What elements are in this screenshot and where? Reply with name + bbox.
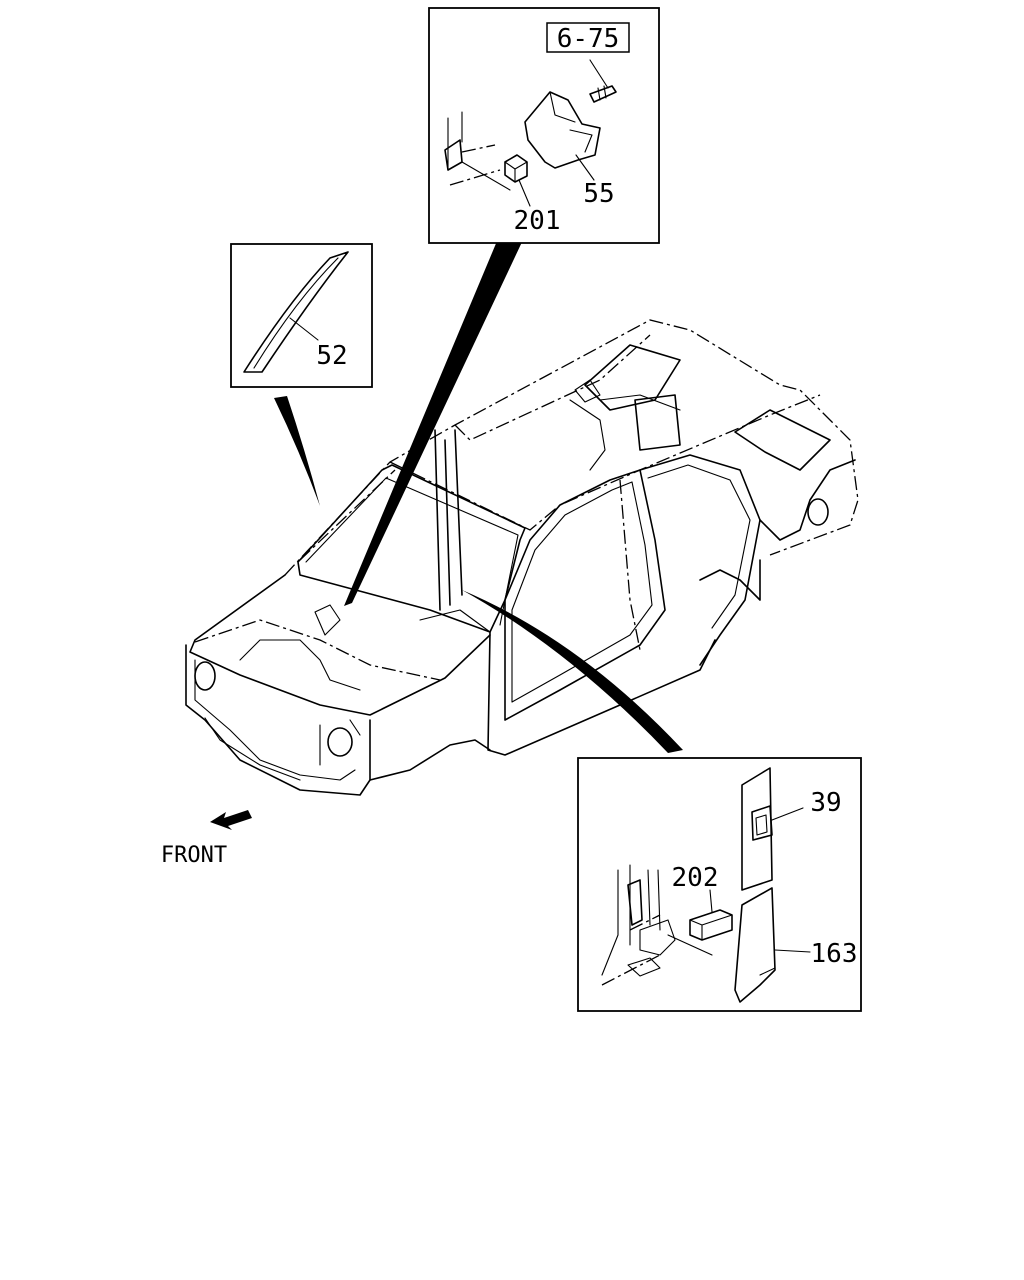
- leader-left: [274, 396, 320, 506]
- detail-box-bottom: 39 202 163: [577, 757, 862, 1012]
- label-front: FRONT: [161, 843, 227, 868]
- leader-wedges: [274, 222, 683, 753]
- vehicle-body: [185, 319, 859, 796]
- label-52: 52: [316, 341, 347, 371]
- label-163: 163: [811, 939, 858, 969]
- label-202: 202: [672, 863, 719, 893]
- label-6-75: 6-75: [557, 24, 620, 54]
- detail-box-top: 6-75 55 201: [428, 7, 660, 244]
- label-39: 39: [810, 788, 841, 818]
- front-indicator: FRONT: [161, 810, 252, 868]
- label-55: 55: [583, 179, 614, 209]
- detail-box-left: 52: [230, 243, 373, 388]
- front-arrow-icon: [210, 810, 252, 830]
- leader-right: [462, 590, 683, 753]
- label-201: 201: [514, 206, 561, 236]
- leader-top: [344, 222, 530, 606]
